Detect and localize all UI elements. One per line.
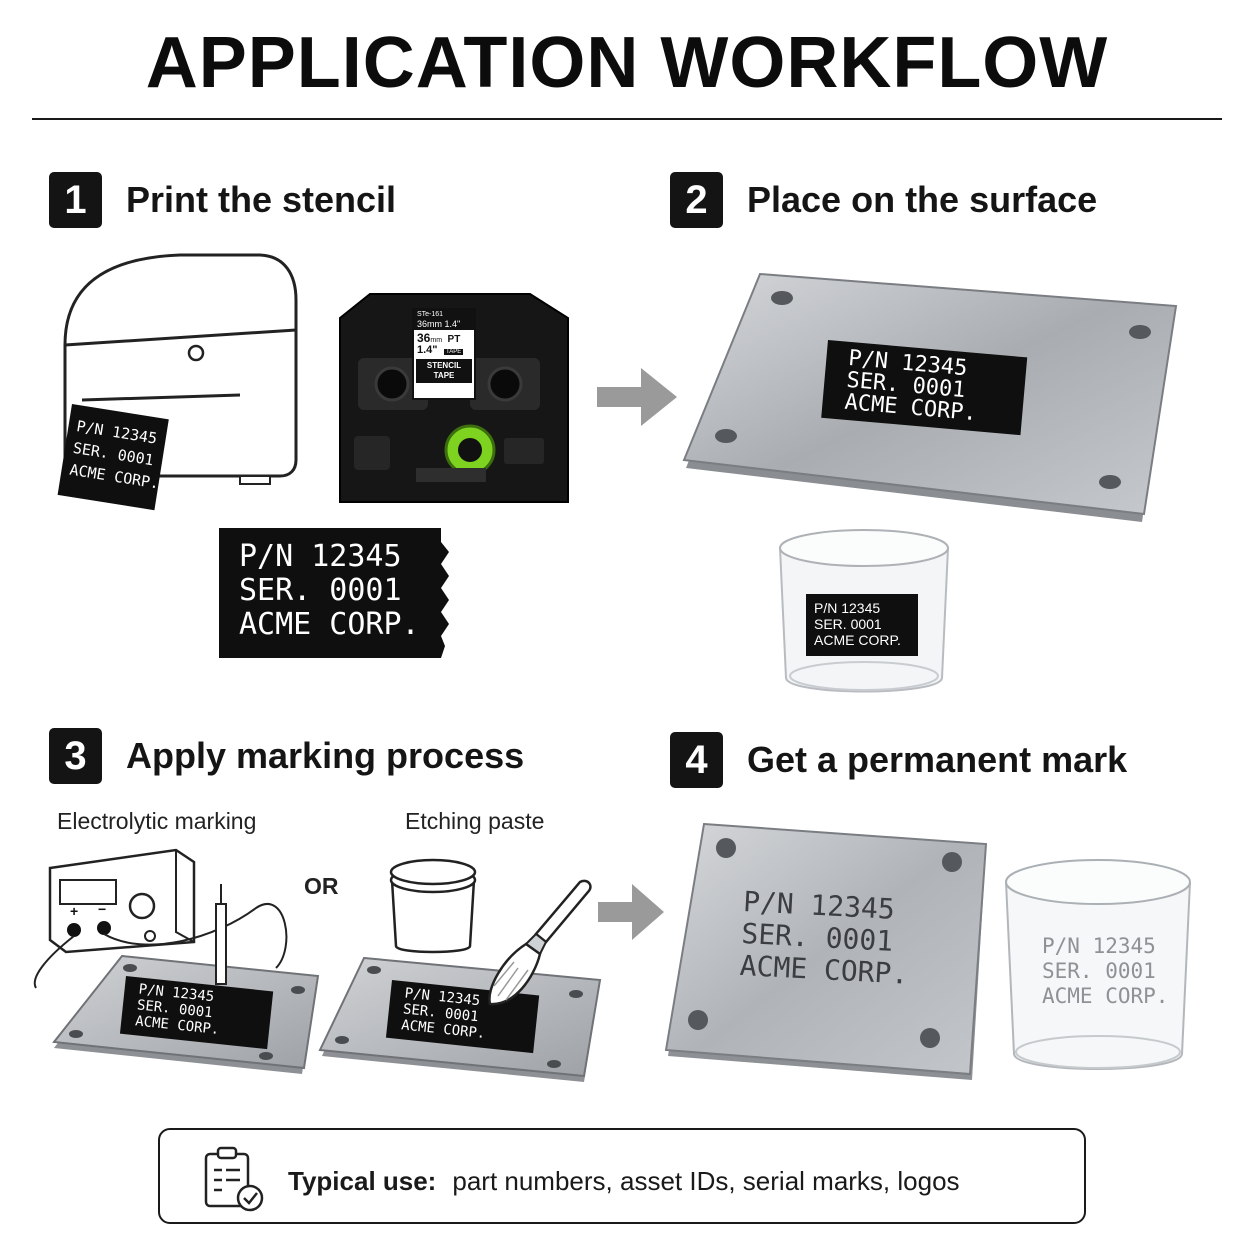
cup-stencil-line-1: P/N 12345 [814,600,881,616]
stencil-large-line-2: SER. 0001 [239,573,402,608]
step-3-number: 3 [49,728,102,784]
cassette-width-strip: 36mm 1.4" [414,319,474,330]
step-3-label: Apply marking process [126,735,525,776]
step-2-label: Place on the surface [747,179,1098,220]
cassette-width-in-top: 1.4" [444,319,461,329]
cassette-brand: PT [447,334,461,345]
page-title: APPLICATION WORKFLOW [145,23,1109,103]
step-2-header: 2 Place on the surface [670,172,1097,228]
arrow-right-icon [598,884,664,940]
cassette-width-row: 36mm PT [414,330,474,345]
title-divider [32,118,1222,120]
stencil-large: P/N 12345 SER. 0001 ACME CORP. [239,540,420,642]
cassette-name-line-1: STENCIL [426,361,462,370]
process-left-label: Electrolytic marking [57,808,257,834]
step-2-number: 2 [670,172,723,228]
stencil-large-line-3: ACME CORP. [239,607,420,642]
step-4-header: 4 Get a permanent mark [670,732,1127,788]
stencil-shape [219,528,449,658]
marked-glass-line-1: P/N 12345 [1042,934,1156,958]
electrolytic-unit-icon: + − [33,848,320,1074]
printed-label: P/N 12345 SER. 0001 ACME CORP. [57,404,169,511]
paste-jar-icon [389,858,477,954]
cassette-width-unit: mm [430,337,443,344]
marked-glass-text: P/N 12345 SER. 0001 ACME CORP. [1042,934,1168,1009]
typical-use-label: Typical use: [288,1166,437,1196]
typical-use-text: Typical use: part numbers, asset IDs, ser… [288,1166,960,1197]
step-3-header: 3 Apply marking process [49,728,524,784]
cassette-code: STe-161 [414,310,474,319]
paintbrush-icon [488,879,592,1006]
clipboard-check-icon [204,1146,264,1212]
marked-plate-text: P/N 12345 SER. 0001 ACME CORP. [739,885,912,991]
step-1-label: Print the stencil [126,179,397,220]
typical-use-value: part numbers, asset IDs, serial marks, l… [452,1166,960,1196]
cassette-name-line-2: TAPE [433,371,455,380]
step-1-header: 1 Print the stencil [49,172,396,228]
svg-text:+: + [70,903,78,919]
cassette-width-mm-top: 36mm [417,319,443,329]
cup-stencil-line-2: SER. 0001 [814,616,882,632]
marked-plate [664,822,988,1080]
step-4-label: Get a permanent mark [747,739,1128,780]
marked-glass-line-2: SER. 0001 [1042,959,1156,983]
step-1-number: 1 [49,172,102,228]
marked-glass [1005,859,1191,1070]
process-right-label: Etching paste [405,808,545,834]
svg-text:−: − [98,901,106,917]
cassette-width-in: 1.4" [417,344,438,356]
cassette-tape-word: TAPE [444,349,464,355]
marked-glass-line-3: ACME CORP. [1042,984,1169,1008]
process-separator: OR [304,873,339,899]
typical-use-box: Typical use: part numbers, asset IDs, ser… [158,1128,1086,1224]
cassette-label: STe-161 36mm 1.4" 36mm PT 1.4" TAPE STEN… [412,308,476,400]
cassette-inch-row: 1.4" TAPE [414,345,474,356]
arrow-right-icon [597,368,677,426]
cassette-name: STENCIL TAPE [416,359,472,383]
cassette-width-mm: 36 [417,331,431,345]
stencil-large-line-1: P/N 12345 [239,539,402,574]
step-4-number: 4 [670,732,723,788]
cup-stencil: P/N 12345 SER. 0001 ACME CORP. [806,594,918,656]
cup-stencil-line-3: ACME CORP. [814,632,901,648]
